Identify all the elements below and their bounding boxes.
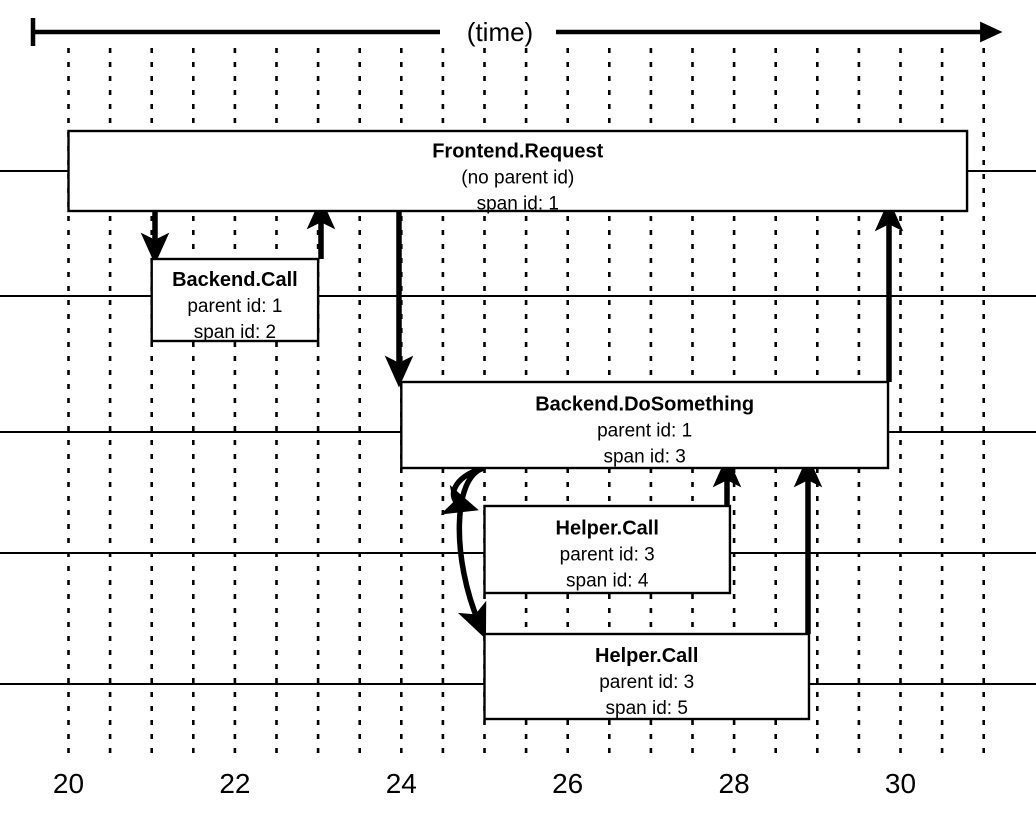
span-id: span id: 2 (194, 322, 276, 343)
flow-fork-dosomething-to-helper-5 (456, 465, 487, 640)
span-id: span id: 1 (477, 193, 559, 214)
span-box[interactable] (67, 129, 969, 213)
span-box-group: Frontend.Request (no parent id) span id: 1… (67, 129, 969, 721)
axis-tick-label: 26 (552, 768, 583, 799)
time-axis: (time) (30, 17, 1003, 47)
span-parent-id: (no parent id) (461, 167, 574, 188)
span-id: span id: 5 (606, 698, 688, 719)
axis-tick-label: 22 (219, 768, 250, 799)
span-title: Helper.Call (556, 518, 659, 540)
span-parent-id: parent id: 1 (597, 420, 692, 441)
span-id: span id: 3 (603, 446, 685, 467)
axis-tick-label: 30 (885, 768, 916, 799)
span-5[interactable]: Helper.Call parent id: 3 span id: 5 (483, 632, 811, 721)
span-box[interactable] (150, 257, 320, 343)
axis-label: (time) (467, 17, 533, 47)
span-1[interactable]: Frontend.Request (no parent id) span id: 1 (67, 129, 969, 214)
span-box[interactable] (483, 504, 732, 595)
span-box[interactable] (400, 380, 890, 470)
span-box[interactable] (483, 632, 811, 721)
span-2[interactable]: Backend.Call parent id: 1 span id: 2 (150, 257, 320, 343)
span-id: span id: 4 (566, 571, 649, 592)
span-parent-id: parent id: 3 (599, 672, 694, 693)
axis-tick-label: 20 (53, 768, 84, 799)
axis-tick-label: 24 (386, 768, 417, 799)
flow-arrow-group (140, 197, 904, 640)
span-title: Backend.DoSomething (535, 393, 754, 415)
span-3[interactable]: Backend.DoSomething parent id: 1 span id: … (400, 380, 890, 470)
span-parent-id: parent id: 3 (560, 545, 655, 566)
span-title: Helper.Call (595, 645, 698, 667)
axis-tick-label: 28 (719, 768, 750, 799)
span-title: Frontend.Request (432, 140, 603, 162)
tick-label-group: 20 22 24 26 28 30 (53, 768, 916, 799)
span-parent-id: parent id: 1 (187, 296, 282, 317)
span-title: Backend.Call (172, 269, 298, 291)
span-4[interactable]: Helper.Call parent id: 3 span id: 4 (483, 504, 732, 595)
